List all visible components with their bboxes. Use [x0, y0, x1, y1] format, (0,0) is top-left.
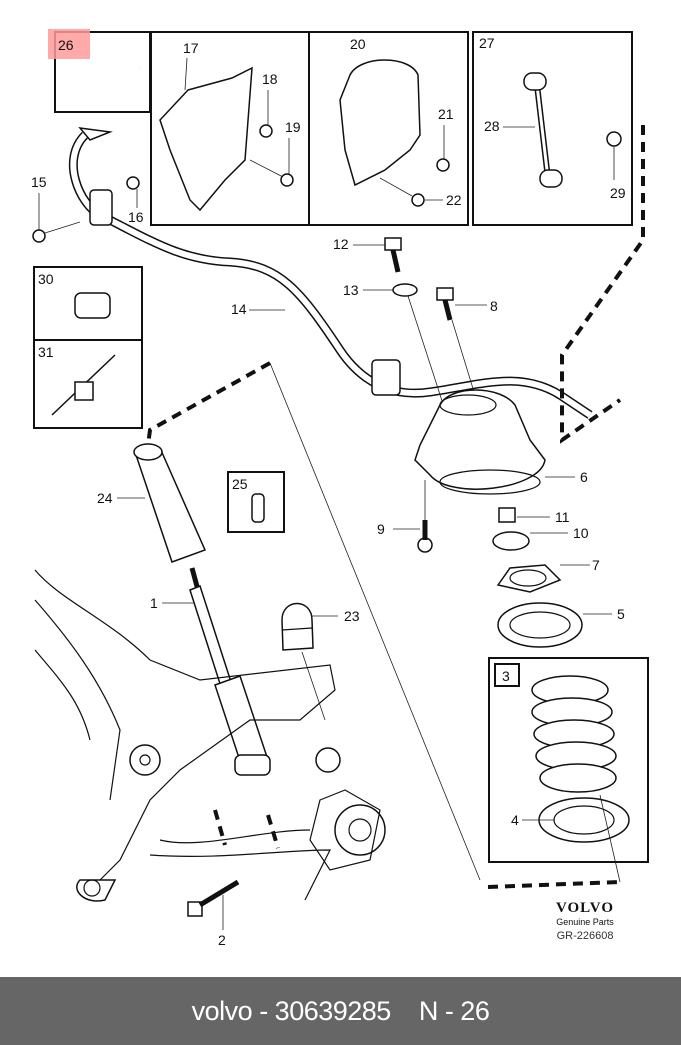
callout-28: 28: [484, 118, 500, 134]
spring-insulator-part: [497, 602, 583, 648]
callout-31: 31: [38, 344, 54, 360]
callout-15: 15: [31, 174, 47, 190]
callout-25: 25: [232, 476, 248, 492]
callout-12: 12: [333, 236, 349, 252]
washer-part: [126, 176, 140, 190]
link-end-part: [523, 72, 547, 91]
callout-22: 22: [446, 192, 462, 208]
rear-subframe-part: [34, 569, 386, 902]
callout-7: 7: [592, 557, 600, 573]
inset-31[interactable]: 31: [33, 339, 143, 429]
callout-3: 3: [502, 668, 510, 684]
bolt-part: [280, 173, 294, 187]
callout-29: 29: [610, 185, 626, 201]
nut-part: [498, 507, 516, 523]
callout-4: 4: [511, 812, 519, 828]
kit-boundary-dash: [560, 125, 645, 444]
callout-8: 8: [490, 298, 498, 314]
inset-frame: [472, 31, 633, 226]
nut-part: [259, 124, 273, 138]
clip-part: [74, 292, 111, 319]
bolt-part: [32, 229, 46, 243]
callout-24: 24: [97, 490, 113, 506]
nut-part: [436, 158, 450, 172]
washer-part: [392, 283, 418, 297]
kit-boundary-dash: [487, 880, 621, 889]
footer-bar: volvo - 30639285 N - 26: [0, 977, 681, 1045]
inset-frame: [227, 471, 285, 533]
bearing-part: [492, 531, 530, 551]
inset-20[interactable]: 20 21 22: [308, 31, 469, 226]
callout-26: 26: [58, 37, 74, 53]
callout-30: 30: [38, 271, 54, 287]
bump-stop-part: [281, 602, 314, 651]
inset-25[interactable]: 25: [227, 471, 285, 533]
bolt-head-part: [187, 901, 203, 917]
callout-23: 23: [344, 608, 360, 624]
callout-2: 2: [218, 932, 226, 948]
shock-absorber-part: [189, 567, 271, 776]
upper-seat-part: [496, 564, 562, 593]
inset-frame: [488, 657, 649, 863]
inset-3[interactable]: 3 4: [488, 657, 649, 863]
brand-tagline: Genuine Parts: [556, 917, 614, 927]
strut-mount-part: [414, 389, 546, 495]
link-end-part: [539, 169, 563, 188]
part-number-label: volvo - 30639285: [191, 995, 392, 1026]
callout-18: 18: [262, 71, 278, 87]
heat-shield-part: [159, 66, 253, 212]
diagram-reference: GR-226608: [557, 930, 614, 942]
callout-19: 19: [285, 119, 301, 135]
nut-part: [606, 131, 622, 147]
sleeve-part: [251, 493, 265, 523]
bolt-part: [417, 537, 433, 553]
inset-26[interactable]: 26: [48, 29, 151, 113]
callout-21: 21: [438, 106, 454, 122]
wheel-hub-part: [334, 804, 386, 856]
inset-frame: [308, 31, 469, 226]
inset-17[interactable]: 17 18 19: [150, 31, 310, 226]
protective-boot-part: [133, 443, 207, 563]
bolt-part: [411, 193, 425, 207]
cable-tie-part: [74, 381, 94, 401]
position-label: N - 26: [418, 995, 490, 1026]
inset-frame: [33, 339, 143, 429]
bushing-bracket-part: [371, 359, 401, 396]
callout-6: 6: [580, 469, 588, 485]
kit-boundary-dash: [146, 361, 271, 446]
inset-27[interactable]: 27 28 29: [472, 31, 633, 226]
heat-shield-part: [339, 59, 421, 187]
callout-10: 10: [573, 525, 589, 541]
callout-1: 1: [150, 595, 158, 611]
bolt-head-part: [384, 237, 402, 251]
callout-14: 14: [231, 301, 247, 317]
callout-11: 11: [555, 509, 570, 525]
inset-30[interactable]: 30: [33, 266, 143, 341]
highlight-badge: [48, 29, 90, 59]
callout-5: 5: [617, 606, 625, 622]
volvo-logo: VOLVO: [556, 900, 614, 916]
callout-9: 9: [377, 521, 385, 537]
parts-diagram: 26 17 18 19 20 21 22 27 28: [31, 29, 649, 948]
stabilizer-bar: [68, 127, 593, 419]
bushing-bracket-part: [89, 189, 113, 226]
callout-box: [494, 663, 520, 687]
callout-13: 13: [343, 282, 359, 298]
callout-27: 27: [479, 35, 495, 51]
callout-16: 16: [128, 209, 144, 225]
coil-spring-part: [531, 675, 617, 793]
bolt-head-part: [436, 287, 454, 301]
callout-20: 20: [350, 36, 366, 52]
callout-17: 17: [183, 40, 199, 56]
